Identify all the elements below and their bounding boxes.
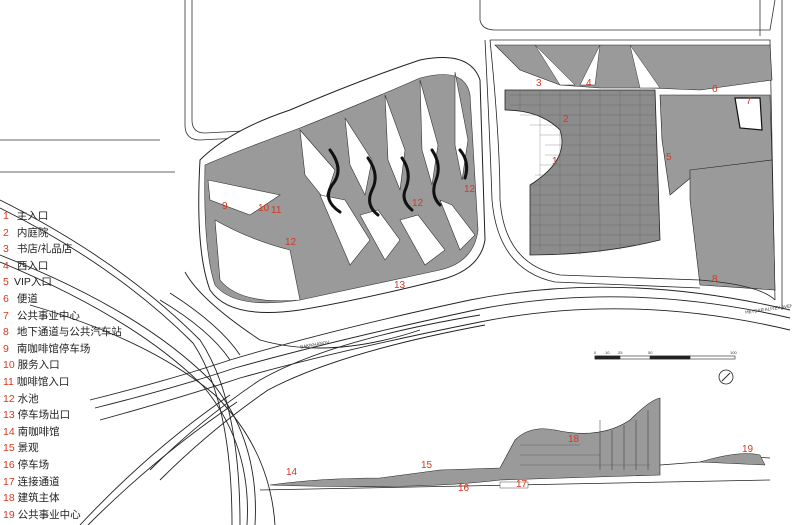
legend-text: 连接通道 (17, 475, 60, 488)
legend-item: 5 VIP入口 (3, 274, 52, 290)
scale-tick: 50 (648, 350, 653, 355)
plan-label-9: 9 (222, 201, 228, 212)
legend-text: 服务入口 (17, 359, 60, 372)
legend-item: 14 南咖啡馆 (3, 424, 60, 440)
plan-label-12: 12 (412, 198, 424, 209)
legend-item: 3 书店/礼品店 (3, 241, 72, 257)
legend-text: 咖啡馆入口 (16, 376, 70, 388)
legend-item: 2 内庭院 (3, 225, 48, 241)
legend-number: 5 (3, 276, 9, 289)
plan-label-13: 13 (394, 280, 406, 291)
legend-text: 南咖啡馆 (17, 425, 60, 438)
legend-item: 4 西入口 (3, 258, 48, 274)
scale-tick: 25 (618, 350, 623, 355)
legend-number: 14 (3, 425, 15, 438)
elev-label-16: 16 (458, 483, 470, 494)
legend-number: 7 (3, 309, 9, 322)
plaza-fingers (534, 44, 661, 89)
plan-label-1: 1 (552, 156, 558, 167)
scale-bar (594, 355, 736, 360)
legend-item: 1 主入口 (3, 208, 48, 224)
legend-number: 11 (3, 376, 14, 388)
plan-label-7: 7 (746, 96, 752, 107)
elevation-section (259, 397, 771, 491)
legend-item: 17 连接通道 (3, 474, 60, 490)
legend-text: 便道 (16, 293, 38, 305)
vip-building (734, 97, 763, 131)
legend-text: 停车场出口 (17, 409, 71, 422)
legend-number: 6 (3, 293, 9, 305)
plan-label-11: 11 (271, 205, 282, 216)
north-arrow-icon (718, 369, 734, 385)
plan-label-2: 2 (563, 114, 569, 125)
legend-item: 10 服务入口 (3, 357, 60, 373)
legend-number: 18 (3, 492, 15, 505)
legend-item: 7 公共事业中心 (3, 308, 80, 324)
legend-text: 主入口 (16, 210, 49, 222)
legend-number: 3 (3, 243, 9, 256)
legend-item: 11 咖啡馆入口 (3, 374, 69, 390)
legend-number: 16 (3, 459, 15, 471)
building-grid (510, 90, 660, 255)
entrance-road (489, 39, 776, 301)
legend-item: 9 南咖啡馆停车场 (3, 341, 90, 357)
legend-text: 停车场 (17, 459, 50, 471)
elev-label-19: 19 (742, 444, 754, 455)
legend-number: 1 (3, 210, 9, 222)
legend-text: 地下通道与公共汽车站 (16, 326, 122, 339)
main-building (504, 89, 661, 256)
legend-text: 西入口 (16, 259, 49, 272)
plan-label-3: 3 (536, 78, 542, 89)
legend-text: 内庭院 (16, 226, 49, 239)
legend-text: 南咖啡馆停车场 (16, 342, 91, 355)
southeast-area (689, 159, 776, 291)
legend-number: 12 (3, 392, 15, 405)
highway-lines (0, 199, 791, 525)
plan-label-6: 6 (712, 84, 718, 95)
legend-number: 13 (3, 409, 15, 422)
legend-text: 景观 (17, 442, 39, 455)
legend-number: 19 (3, 508, 15, 521)
legend-number: 17 (3, 475, 15, 488)
elev-label-15: 15 (421, 460, 433, 471)
elev-label-14: 14 (286, 467, 298, 478)
plan-label-8: 8 (712, 274, 718, 285)
plan-label-5: 5 (666, 152, 672, 163)
legend-text: 公共事业中心 (17, 508, 81, 521)
legend-item: 18 建筑主体 (3, 490, 60, 506)
elev-label-17: 17 (516, 479, 528, 490)
legend-item: 8 地下通道与公共汽车站 (3, 324, 122, 340)
legend-item: 6 便道 (3, 291, 38, 307)
legend-number: 15 (3, 442, 15, 455)
legend-number: 9 (3, 342, 9, 355)
legend-item: 15 景观 (3, 440, 39, 456)
legend-text: 书店/礼品店 (16, 243, 73, 256)
legend-text: 水池 (17, 392, 39, 405)
plan-label-10: 10 (258, 203, 270, 214)
legend-item: 12 水池 (3, 391, 39, 407)
legend-number: 4 (3, 259, 9, 272)
legend-text: 公共事业中心 (16, 309, 80, 322)
landscape-fingers (207, 71, 476, 302)
legend-item: 16 停车场 (3, 457, 49, 473)
legend-number: 8 (3, 326, 9, 339)
scale-tick: 100 (730, 350, 737, 355)
legend-number: 2 (3, 226, 9, 239)
scale-tick: 10 (605, 350, 610, 355)
legend-item: 13 停车场出口 (3, 407, 70, 423)
plan-label-12: 12 (464, 184, 476, 195)
elev-label-18: 18 (568, 434, 580, 445)
scale-tick: 0 (594, 350, 597, 355)
legend-number: 10 (3, 359, 15, 372)
legend-item: 19 公共事业中心 (3, 507, 81, 523)
plan-label-4: 4 (586, 78, 592, 89)
legend-text: 建筑主体 (17, 492, 60, 505)
plan-label-12: 12 (285, 237, 297, 248)
legend-text: VIP入口 (14, 276, 52, 289)
